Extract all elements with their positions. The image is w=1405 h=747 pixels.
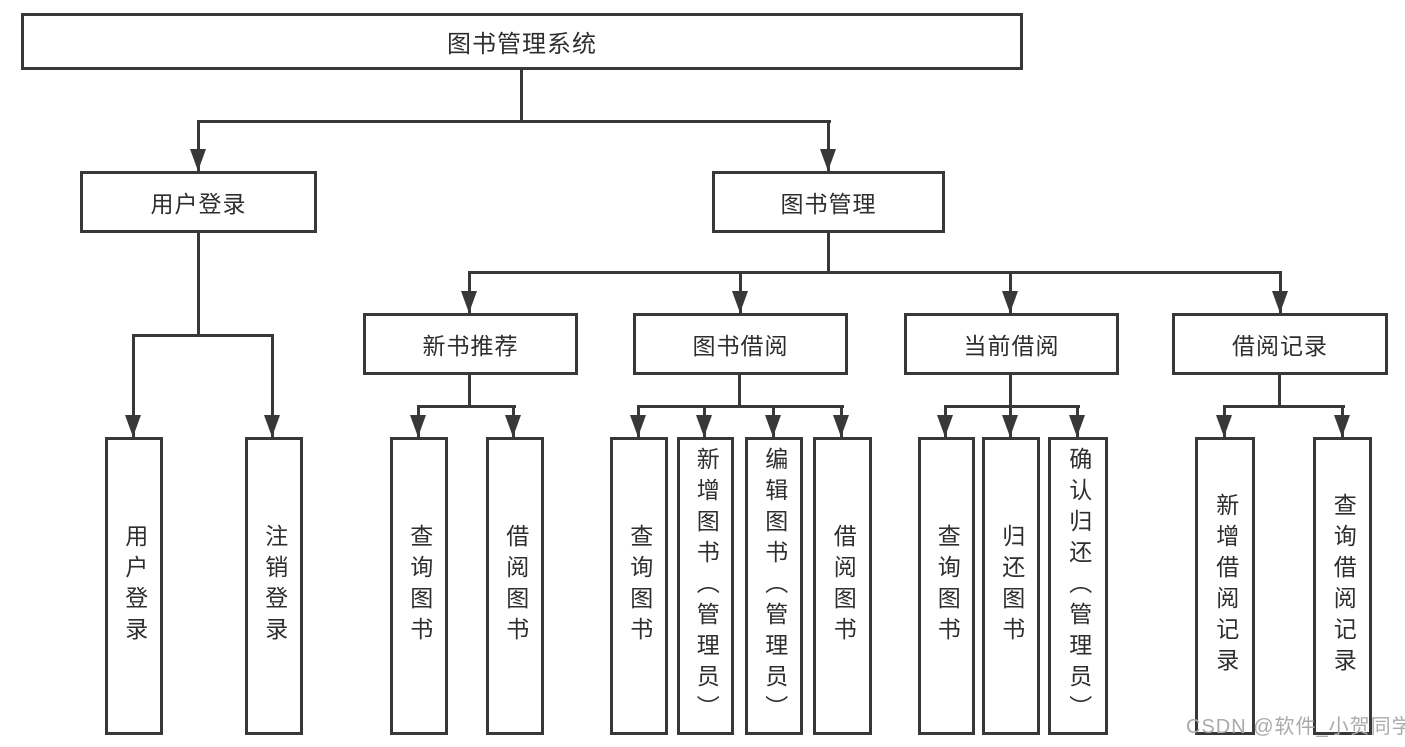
arrowhead-down-icon — [696, 415, 712, 437]
leaf-edit-book-admin-label: 编辑图书（管理员） — [761, 446, 788, 726]
node-borrow-records-label: 借阅记录 — [1232, 333, 1328, 359]
leaf-query-books-current-label: 查询图书 — [934, 524, 961, 648]
connector-line — [1223, 405, 1345, 408]
leaf-query-borrow-record-label: 查询借阅记录 — [1330, 493, 1357, 679]
connector-line — [637, 405, 844, 408]
connector-line — [468, 375, 471, 408]
node-user-login: 用户登录 — [80, 171, 317, 233]
arrowhead-down-icon — [410, 415, 426, 437]
arrowhead-down-icon — [833, 415, 849, 437]
leaf-add-borrow-record-label: 新增借阅记录 — [1212, 493, 1239, 679]
arrowhead-down-icon — [1002, 415, 1018, 437]
connector-line — [1009, 375, 1012, 408]
arrowhead-down-icon — [765, 415, 781, 437]
node-root-label: 图书管理系统 — [447, 31, 597, 58]
leaf-edit-book-admin: 编辑图书（管理员） — [745, 437, 803, 735]
leaf-add-borrow-record: 新增借阅记录 — [1195, 437, 1255, 735]
leaf-logout-label: 注销登录 — [261, 524, 288, 648]
connector-line — [520, 70, 523, 122]
connector-line — [827, 120, 830, 171]
leaf-query-books-recommend: 查询图书 — [390, 437, 448, 735]
node-new-book-recommend-label: 新书推荐 — [422, 333, 519, 359]
leaf-borrow-books: 借阅图书 — [813, 437, 872, 735]
leaf-return-book: 归还图书 — [982, 437, 1040, 735]
node-user-login-label: 用户登录 — [150, 191, 247, 217]
leaf-query-books-borrow: 查询图书 — [610, 437, 668, 735]
node-root: 图书管理系统 — [21, 13, 1023, 70]
leaf-confirm-return-admin: 确认归还（管理员） — [1048, 437, 1108, 735]
leaf-borrow-books-recommend-label: 借阅图书 — [502, 524, 529, 648]
node-borrow-records: 借阅记录 — [1172, 313, 1388, 375]
arrowhead-down-icon — [125, 415, 141, 437]
connector-line — [198, 120, 831, 123]
leaf-query-books-current: 查询图书 — [918, 437, 975, 735]
arrowhead-down-icon — [461, 291, 477, 313]
arrowhead-down-icon — [264, 415, 280, 437]
leaf-query-borrow-record: 查询借阅记录 — [1313, 437, 1372, 735]
node-new-book-recommend: 新书推荐 — [363, 313, 578, 375]
node-current-borrow-label: 当前借阅 — [963, 333, 1060, 359]
leaf-borrow-books-recommend: 借阅图书 — [486, 437, 544, 735]
leaf-query-books-recommend-label: 查询图书 — [406, 524, 433, 648]
leaf-query-books-borrow-label: 查询图书 — [626, 524, 653, 648]
node-book-borrow-label: 图书借阅 — [692, 333, 789, 359]
connector-line — [132, 334, 274, 337]
leaf-borrow-books-label: 借阅图书 — [830, 524, 857, 648]
connector-line — [132, 334, 135, 437]
node-current-borrow: 当前借阅 — [904, 313, 1119, 375]
arrowhead-down-icon — [1334, 415, 1350, 437]
arrowhead-down-icon — [190, 149, 206, 171]
connector-line — [738, 375, 741, 408]
arrowhead-down-icon — [505, 415, 521, 437]
leaf-add-book-admin: 新增图书（管理员） — [677, 437, 734, 735]
connector-line — [271, 334, 274, 437]
connector-line — [827, 233, 830, 274]
arrowhead-down-icon — [1069, 415, 1085, 437]
leaf-logout: 注销登录 — [245, 437, 303, 735]
leaf-user-login: 用户登录 — [105, 437, 163, 735]
leaf-confirm-return-admin-label: 确认归还（管理员） — [1065, 446, 1092, 726]
arrowhead-down-icon — [630, 415, 646, 437]
node-book-management-label: 图书管理 — [780, 191, 877, 217]
leaf-add-book-admin-label: 新增图书（管理员） — [693, 446, 720, 726]
csdn-watermark: CSDN @软件_小贺同学 — [1186, 716, 1405, 738]
arrowhead-down-icon — [1272, 291, 1288, 313]
connector-line — [197, 120, 200, 171]
leaf-return-book-label: 归还图书 — [998, 524, 1025, 648]
arrowhead-down-icon — [820, 149, 836, 171]
node-book-management: 图书管理 — [712, 171, 945, 233]
connector-line — [417, 405, 516, 408]
leaf-user-login-label: 用户登录 — [121, 524, 148, 648]
connector-line — [1278, 375, 1281, 408]
node-book-borrow: 图书借阅 — [633, 313, 848, 375]
connector-line — [197, 233, 200, 337]
arrowhead-down-icon — [1002, 291, 1018, 313]
connector-line — [468, 271, 1281, 274]
arrowhead-down-icon — [1216, 415, 1232, 437]
connector-line — [944, 405, 1080, 408]
arrowhead-down-icon — [937, 415, 953, 437]
arrowhead-down-icon — [732, 291, 748, 313]
